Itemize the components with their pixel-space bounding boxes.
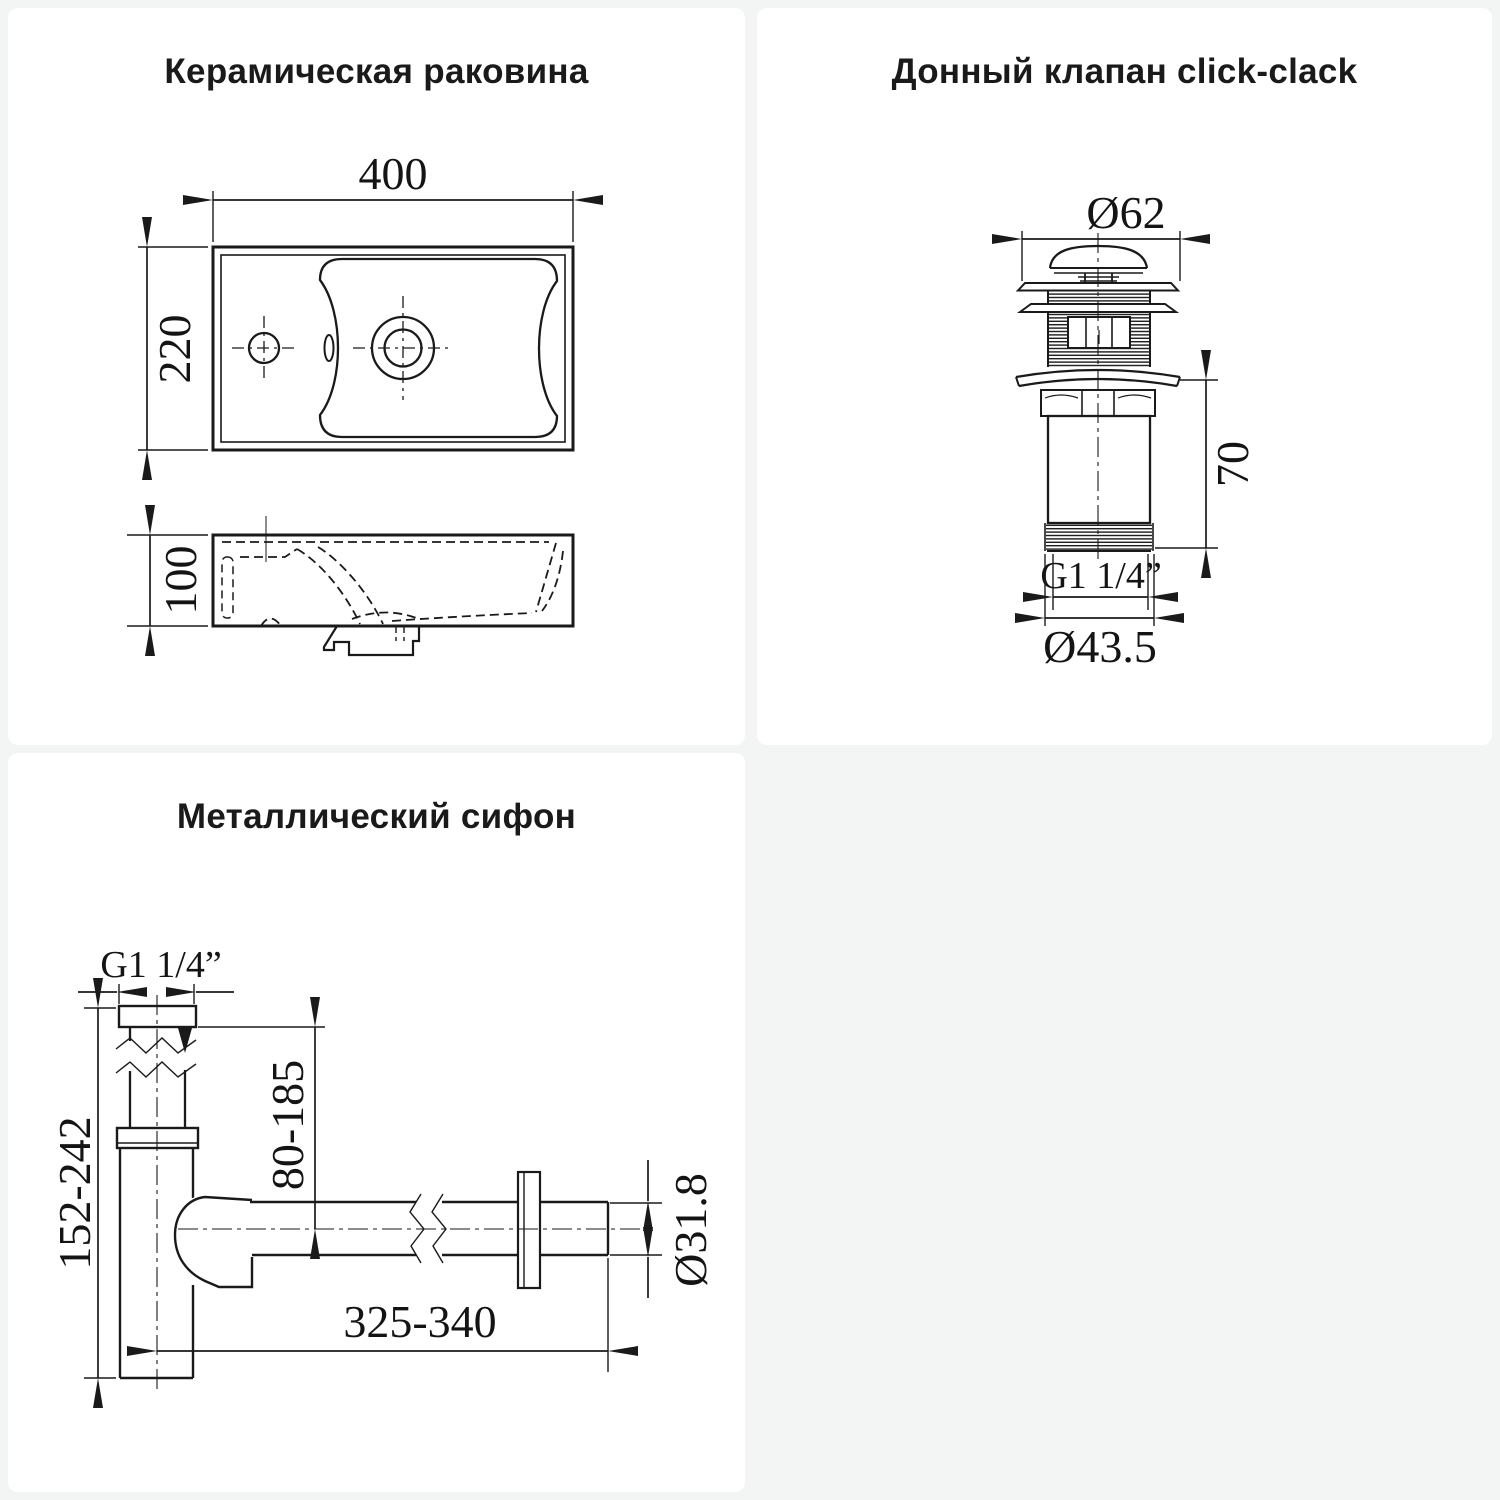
valve-cap-diameter-dimension: Ø62 <box>992 187 1210 281</box>
sink-height-dimension: 100 <box>127 505 208 656</box>
siphon-elbow <box>173 1195 254 1289</box>
siphon-bottle-body <box>115 1126 200 1380</box>
sink-width-dimension: 400 <box>183 148 603 242</box>
siphon-height-dimension: 152-242 <box>49 978 116 1408</box>
sink-width-label: 400 <box>359 148 428 199</box>
siphon-insert-arrow-icon <box>178 1028 192 1053</box>
siphon-inlet-depth-label: 80-185 <box>262 1060 313 1190</box>
valve-height-label: 70 <box>1207 441 1258 487</box>
siphon-inlet <box>115 1004 198 1128</box>
card-metal-siphon: Металлический сифон G1 1/4” <box>8 753 745 1492</box>
sink-height-label: 100 <box>155 546 206 615</box>
siphon-thread-dimension: G1 1/4” <box>78 944 234 1004</box>
sink-depth-dimension: 220 <box>138 217 208 480</box>
siphon-length-dimension: 325-340 <box>127 1258 638 1372</box>
sink-drain-hole <box>353 296 453 400</box>
sink-depth-label: 220 <box>149 315 200 384</box>
valve-outlet-diameter-dimension: Ø43.5 <box>1015 554 1184 672</box>
siphon-height-label: 152-242 <box>49 1116 100 1269</box>
siphon-pipe-diameter-dimension: Ø31.8 <box>610 1160 716 1298</box>
sink-title: Керамическая раковина <box>164 52 589 91</box>
valve-thread-dimension: G1 1/4” <box>1023 554 1178 610</box>
siphon-wall-flange <box>516 1170 542 1290</box>
sink-technical-drawing: 400 220 <box>127 148 603 657</box>
valve-body <box>1046 414 1152 525</box>
sink-trap-outline <box>322 625 421 657</box>
sink-top-view: 400 220 <box>138 148 603 480</box>
valve-top-flange <box>1015 282 1181 292</box>
valve-threaded-neck <box>1016 290 1180 367</box>
valve-technical-drawing: Ø62 <box>992 187 1258 672</box>
sink-overflow-hole <box>323 334 335 362</box>
valve-title: Донный клапан click-clack <box>891 52 1358 91</box>
valve-cap-diameter-label: Ø62 <box>1086 187 1165 238</box>
siphon-technical-drawing: G1 1/4” <box>49 944 716 1408</box>
card-ceramic-sink: Керамическая раковина <box>8 8 745 745</box>
siphon-inlet-depth-dimension: 80-185 <box>198 997 325 1259</box>
valve-height-dimension: 70 <box>1155 350 1258 578</box>
siphon-pipe-diameter-label: Ø31.8 <box>665 1173 716 1287</box>
valve-thread-label: G1 1/4” <box>1040 555 1161 597</box>
card-clickclack-valve: Донный клапан click-clack Ø62 <box>757 8 1492 745</box>
siphon-thread-label: G1 1/4” <box>100 944 221 986</box>
valve-outlet-diameter-label: Ø43.5 <box>1043 621 1157 672</box>
siphon-title: Металлический сифон <box>176 797 577 836</box>
valve-bottom-thread <box>1044 523 1154 552</box>
siphon-length-label: 325-340 <box>343 1296 496 1347</box>
sink-side-view: 100 <box>127 505 575 657</box>
